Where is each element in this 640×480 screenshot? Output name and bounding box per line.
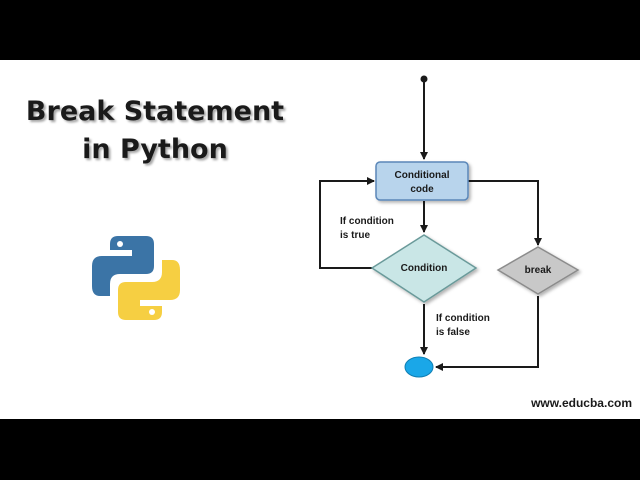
process-box <box>375 161 469 201</box>
break-label: break <box>525 265 552 276</box>
condition-diamond <box>370 234 478 303</box>
false-label-line-2: is false <box>436 327 470 338</box>
true-label-line-1: If condition <box>340 216 394 227</box>
flowchart: Conditional code Condition break If cond… <box>319 75 580 378</box>
true-loop-arrow <box>319 177 375 269</box>
true-label-line-2: is true <box>340 230 370 241</box>
process-label-line-1: Conditional <box>395 170 450 181</box>
slide-title: Break Statement in Python <box>0 93 310 169</box>
python-logo-blue-part <box>92 236 154 296</box>
title-line-2: in Python <box>82 134 228 165</box>
python-logo-eye-bottom <box>149 309 155 315</box>
condition-label: Condition <box>401 263 448 274</box>
break-to-end-arrow <box>435 296 539 371</box>
end-ellipse <box>404 356 434 378</box>
break-diamond <box>496 246 580 295</box>
process-to-break-arrow <box>468 180 542 246</box>
python-logo-icon <box>92 236 180 320</box>
python-logo-eye-top <box>117 241 123 247</box>
python-logo-yellow-part <box>118 260 180 320</box>
false-label-line-1: If condition <box>436 313 490 324</box>
title-line-1: Break Statement <box>25 96 285 127</box>
start-dot <box>420 75 428 83</box>
slide: Break Statement in Python <box>0 60 640 419</box>
website-link[interactable]: www.educba.com <box>531 396 632 410</box>
process-label-line-2: code <box>410 184 434 195</box>
